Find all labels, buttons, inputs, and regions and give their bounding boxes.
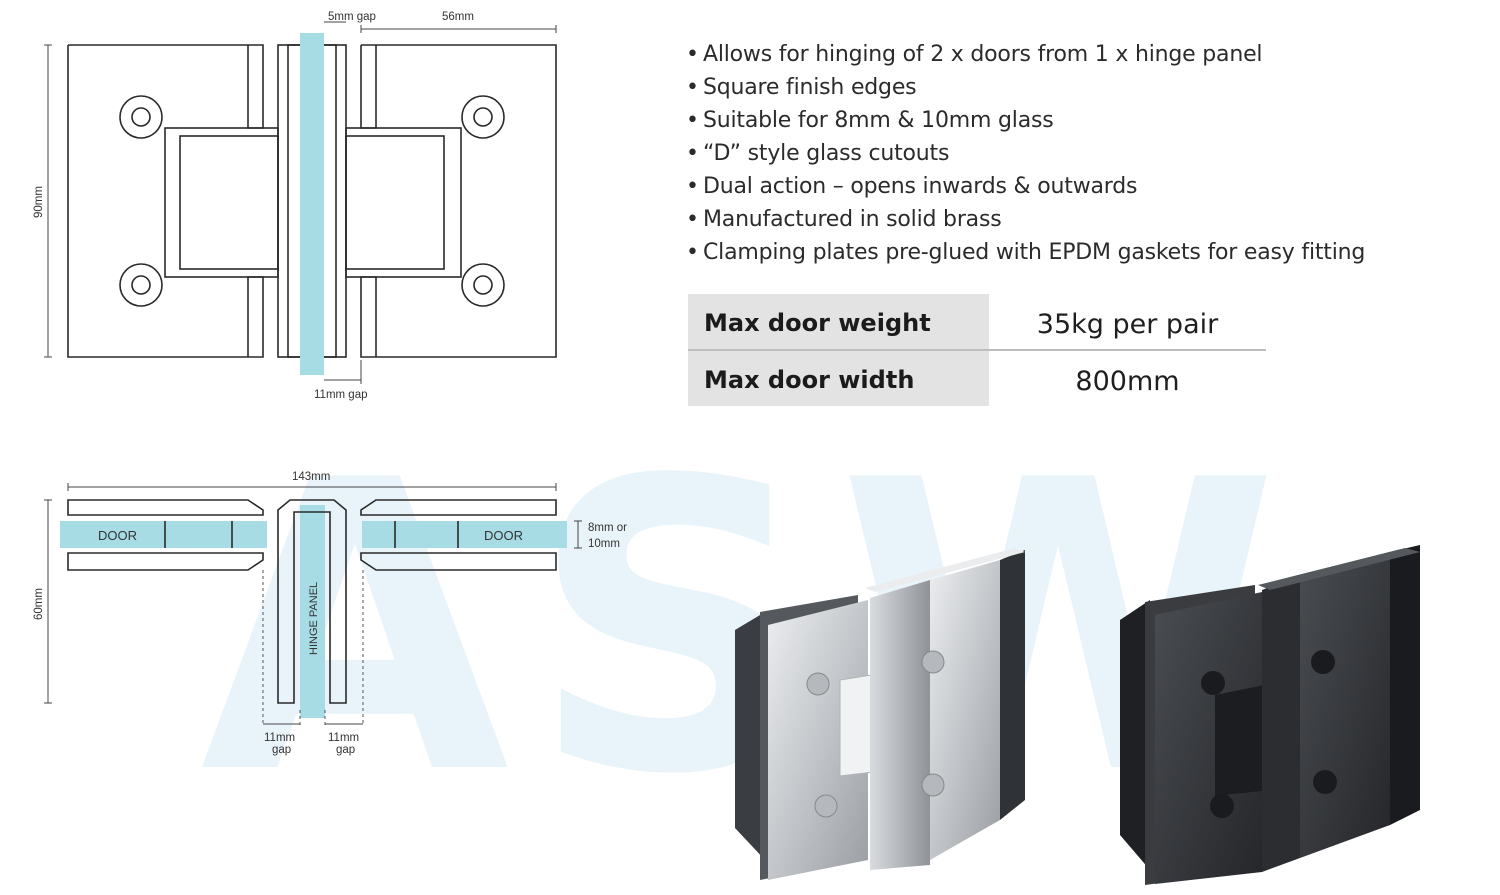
plan-height-label: 60mm <box>33 588 45 620</box>
right-door-glass <box>362 521 567 548</box>
spec-value: 800mm <box>1075 366 1180 397</box>
spec-row: Max door width 800mm <box>688 351 1266 406</box>
spec-label: Max door width <box>688 351 989 406</box>
glass-thickness-line2: 10mm <box>588 538 620 550</box>
feature-item: •“D” style glass cutouts <box>686 137 1365 170</box>
screw-icon <box>119 263 163 307</box>
screw-icon <box>119 95 163 139</box>
glass-hinge-panel <box>300 33 324 375</box>
bullet-dot: • <box>686 174 699 199</box>
spec-table: Max door weight 35kg per pair Max door w… <box>688 294 1266 406</box>
front-elevation-diagram: 5mm gap 56mm 90mm 11mm gap <box>33 11 557 401</box>
screw-icon <box>461 95 505 139</box>
gap-left-line1: 11mm <box>264 732 295 744</box>
spec-label: Max door weight <box>688 294 989 349</box>
feature-item: •Dual action – opens inwards & outwards <box>686 170 1365 203</box>
plan-diagram: 143mm 60mm DOOR DOOR HINGE PANEL 8mm or … <box>33 471 627 756</box>
glass-thickness-line1: 8mm or <box>588 522 627 534</box>
screw-icon <box>1313 770 1337 794</box>
bullet-dot: • <box>686 42 699 67</box>
height-label: 90mm <box>33 186 45 218</box>
right-clamp-plate <box>360 44 557 358</box>
hinge-panel-label: HINGE PANEL <box>308 582 320 655</box>
gap-bottom-label: 11mm gap <box>314 389 367 401</box>
width-label: 56mm <box>442 11 474 23</box>
plan-width-label: 143mm <box>292 471 330 483</box>
feature-list: •Allows for hinging of 2 x doors from 1 … <box>686 38 1365 269</box>
door-right-label: DOOR <box>484 528 523 543</box>
feature-item: •Suitable for 8mm & 10mm glass <box>686 104 1365 137</box>
bullet-dot: • <box>686 141 699 166</box>
feature-item: •Allows for hinging of 2 x doors from 1 … <box>686 38 1365 71</box>
bullet-dot: • <box>686 75 699 100</box>
gap-top-label: 5mm gap <box>328 11 376 23</box>
feature-item: •Square finish edges <box>686 71 1365 104</box>
bullet-dot: • <box>686 240 699 265</box>
bullet-dot: • <box>686 207 699 232</box>
gap-left-line2: gap <box>272 744 291 756</box>
screw-icon <box>461 263 505 307</box>
hinge-panel-glass <box>300 505 325 718</box>
spec-row: Max door weight 35kg per pair <box>688 294 1266 351</box>
left-door-glass <box>60 521 267 548</box>
gap-right-line1: 11mm <box>328 732 359 744</box>
gap-right-line2: gap <box>336 744 355 756</box>
feature-item: •Clamping plates pre-glued with EPDM gas… <box>686 236 1365 269</box>
feature-item: •Manufactured in solid brass <box>686 203 1365 236</box>
screw-icon <box>1311 650 1335 674</box>
door-left-label: DOOR <box>98 528 137 543</box>
bullet-dot: • <box>686 108 699 133</box>
spec-divider <box>688 349 1266 351</box>
spec-value: 35kg per pair <box>1036 309 1219 340</box>
